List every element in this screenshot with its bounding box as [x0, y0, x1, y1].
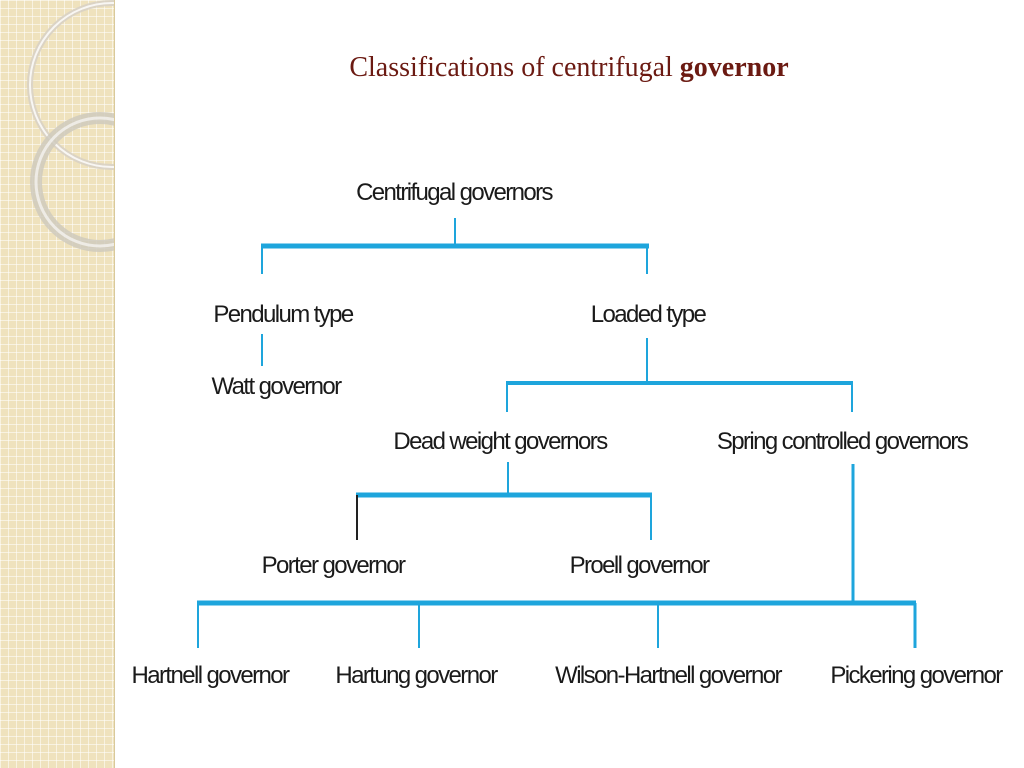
node-centrifugal-governors: Centrifugal governors: [356, 179, 553, 206]
node-pickering-governor: Pickering governor: [830, 662, 1003, 689]
node-wilson-hartnell-governor: Wilson-Hartnell governor: [555, 662, 782, 689]
tree-connectors: [197, 218, 917, 648]
node-porter-governor: Porter governor: [262, 552, 406, 579]
node-loaded-type: Loaded type: [591, 301, 707, 328]
tree-labels: Centrifugal governors Pendulum type Watt…: [132, 179, 1005, 689]
decorative-rings: [27, 0, 114, 252]
node-watt-governor: Watt governor: [211, 373, 342, 400]
node-hartung-governor: Hartung governor: [335, 662, 498, 689]
slide-title-regular: Classifications of centrifugal: [349, 52, 673, 83]
node-hartnell-governor: Hartnell governor: [132, 662, 290, 689]
node-spring-controlled-governors: Spring controlled governors: [717, 428, 969, 455]
decorative-sidebar: [0, 0, 115, 768]
node-pendulum-type: Pendulum type: [213, 301, 354, 328]
node-dead-weight-governors: Dead weight governors: [393, 428, 608, 455]
slide-title: Classifications of centrifugal governor: [114, 52, 1024, 84]
node-proell-governor: Proell governor: [570, 552, 710, 579]
slide-title-bold: governor: [679, 52, 789, 83]
